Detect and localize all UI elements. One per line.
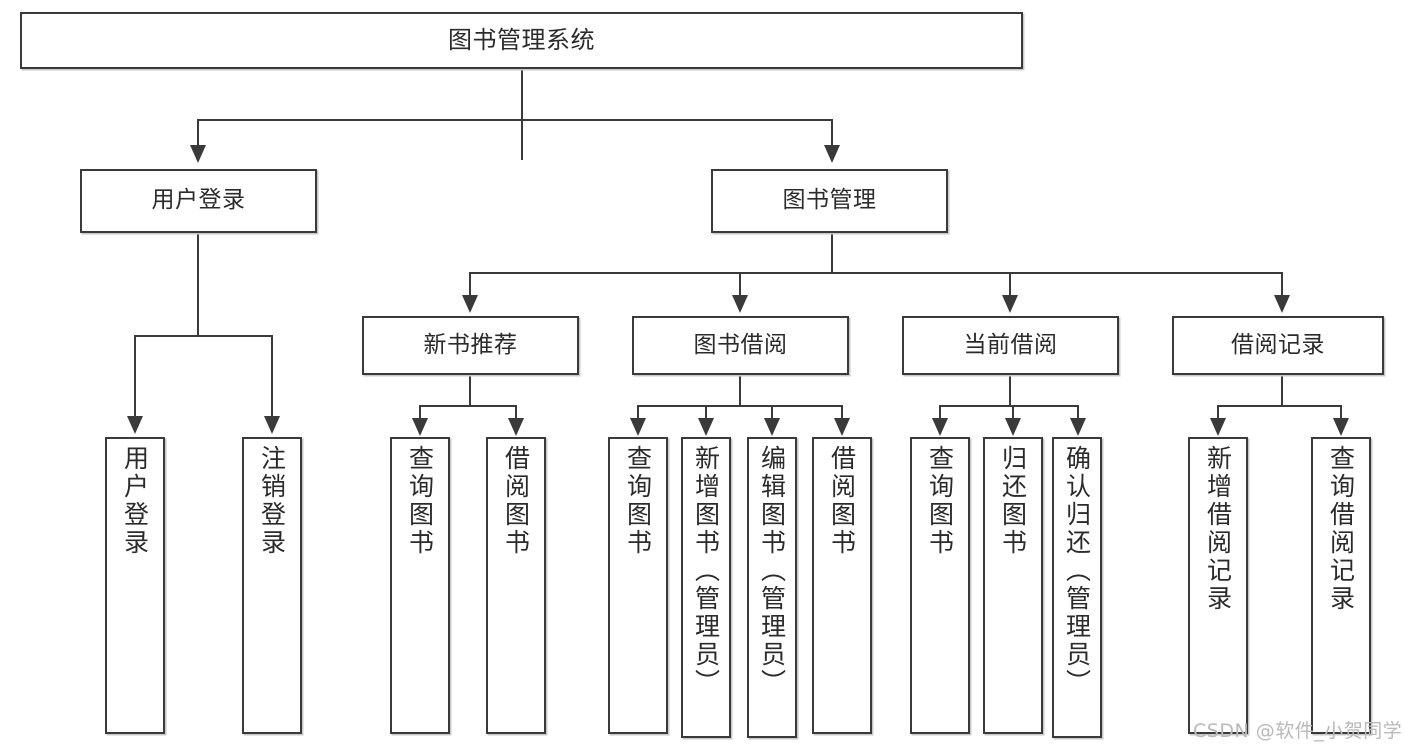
arrow-to-new-book-recommend (462, 295, 478, 313)
arrow-to-book-management (824, 145, 840, 163)
leaf-borrow-book-2[interactable]: 借阅图书 (812, 437, 872, 734)
arrow-leaf-add-record (1210, 418, 1226, 436)
connector-nb-child-1 (419, 405, 421, 420)
arrow-leaf-confirm-return (1070, 418, 1086, 436)
arrow-to-borrow-record (1274, 295, 1290, 313)
node-root-label: 图书管理系统 (448, 26, 595, 55)
connector-bb-child-1 (637, 405, 639, 420)
connector-borrow-record-bus (1217, 405, 1341, 407)
leaf-return-book[interactable]: 归还图书 (983, 437, 1043, 734)
node-borrow-record[interactable]: 借阅记录 (1172, 316, 1384, 375)
connector-bb-child-3 (771, 405, 773, 420)
connector-user-login-child-2 (271, 335, 273, 418)
connector-current-borrow-bus (939, 405, 1078, 407)
node-user-login[interactable]: 用户登录 (80, 169, 317, 233)
arrow-leaf-borrow-book-1 (508, 418, 524, 436)
node-book-management-label: 图书管理 (782, 187, 877, 214)
leaf-return-book-label: 归还图书 (998, 445, 1028, 557)
connector-borrow-record-stem (1281, 375, 1283, 406)
node-new-book-recommend[interactable]: 新书推荐 (362, 316, 579, 375)
node-book-management[interactable]: 图书管理 (711, 169, 948, 233)
arrow-leaf-query-record (1333, 418, 1349, 436)
connector-root-stem (521, 69, 523, 160)
connector-bm-child-4 (1281, 272, 1283, 297)
leaf-edit-book-label: 编辑图书（管理员） (757, 445, 787, 697)
connector-to-book-management (831, 119, 833, 147)
connector-book-management-stem (831, 233, 833, 273)
node-root[interactable]: 图书管理系统 (20, 12, 1023, 69)
leaf-borrow-book-2-label: 借阅图书 (827, 445, 857, 557)
connector-br-child-2 (1340, 405, 1342, 420)
connector-bm-child-3 (1009, 272, 1011, 297)
node-new-book-recommend-label: 新书推荐 (423, 331, 518, 358)
leaf-query-record[interactable]: 查询借阅记录 (1311, 437, 1371, 734)
arrow-leaf-query-book-3 (932, 418, 948, 436)
node-book-borrow[interactable]: 图书借阅 (632, 316, 849, 375)
connector-new-book-stem (469, 375, 471, 406)
connector-bm-child-2 (739, 272, 741, 297)
connector-bb-child-2 (705, 405, 707, 420)
arrow-leaf-return-book (1005, 418, 1021, 436)
connector-bm-child-1 (469, 272, 471, 297)
arrow-leaf-query-book-2 (630, 418, 646, 436)
leaf-query-record-label: 查询借阅记录 (1326, 445, 1356, 613)
connector-current-borrow-stem (1009, 375, 1011, 406)
leaf-confirm-return-label: 确认归还（管理员） (1062, 445, 1092, 697)
leaf-add-record-label: 新增借阅记录 (1203, 445, 1233, 613)
leaf-add-book[interactable]: 新增图书（管理员） (681, 437, 731, 738)
arrow-to-user-login (190, 145, 206, 163)
leaf-user-login-label: 用户登录 (120, 445, 150, 557)
arrow-leaf-user-login (127, 416, 143, 434)
leaf-query-book-1[interactable]: 查询图书 (390, 437, 450, 734)
node-borrow-record-label: 借阅记录 (1231, 331, 1325, 358)
leaf-logout[interactable]: 注销登录 (242, 437, 302, 734)
connector-cb-child-3 (1077, 405, 1079, 420)
node-user-login-label: 用户登录 (151, 187, 246, 214)
connector-cb-child-1 (939, 405, 941, 420)
arrow-to-current-borrow (1002, 295, 1018, 313)
connector-cb-child-2 (1012, 405, 1014, 420)
arrow-leaf-query-book-1 (412, 418, 428, 436)
connector-book-borrow-bus (637, 405, 842, 407)
leaf-confirm-return[interactable]: 确认归还（管理员） (1052, 437, 1102, 738)
leaf-logout-label: 注销登录 (257, 445, 287, 557)
leaf-add-record[interactable]: 新增借阅记录 (1188, 437, 1248, 734)
node-current-borrow[interactable]: 当前借阅 (902, 316, 1119, 375)
leaf-user-login[interactable]: 用户登录 (105, 437, 165, 734)
node-book-borrow-label: 图书借阅 (693, 331, 788, 358)
connector-user-login-child-1 (134, 335, 136, 418)
connector-root-bus (197, 119, 833, 121)
connector-user-login-bus (134, 335, 271, 337)
node-current-borrow-label: 当前借阅 (963, 331, 1058, 358)
arrow-to-book-borrow (732, 295, 748, 313)
arrow-leaf-borrow-book-2 (834, 418, 850, 436)
connector-book-borrow-stem (739, 375, 741, 406)
connector-book-management-bus (469, 272, 1282, 274)
arrow-leaf-edit-book (764, 418, 780, 436)
arrow-leaf-logout (264, 416, 280, 434)
leaf-borrow-book-1[interactable]: 借阅图书 (486, 437, 546, 734)
connector-user-login-stem (197, 233, 199, 336)
leaf-query-book-3-label: 查询图书 (925, 445, 955, 557)
leaf-borrow-book-1-label: 借阅图书 (501, 445, 531, 557)
leaf-query-book-3[interactable]: 查询图书 (910, 437, 970, 734)
connector-new-book-bus (419, 405, 517, 407)
connector-to-user-login (197, 119, 199, 147)
connector-bb-child-4 (841, 405, 843, 420)
leaf-edit-book[interactable]: 编辑图书（管理员） (747, 437, 797, 738)
leaf-query-book-2[interactable]: 查询图书 (608, 437, 668, 734)
arrow-leaf-add-book (698, 418, 714, 436)
leaf-query-book-1-label: 查询图书 (405, 445, 435, 557)
connector-br-child-1 (1217, 405, 1219, 420)
leaf-add-book-label: 新增图书（管理员） (691, 445, 721, 697)
leaf-query-book-2-label: 查询图书 (623, 445, 653, 557)
connector-nb-child-2 (515, 405, 517, 420)
